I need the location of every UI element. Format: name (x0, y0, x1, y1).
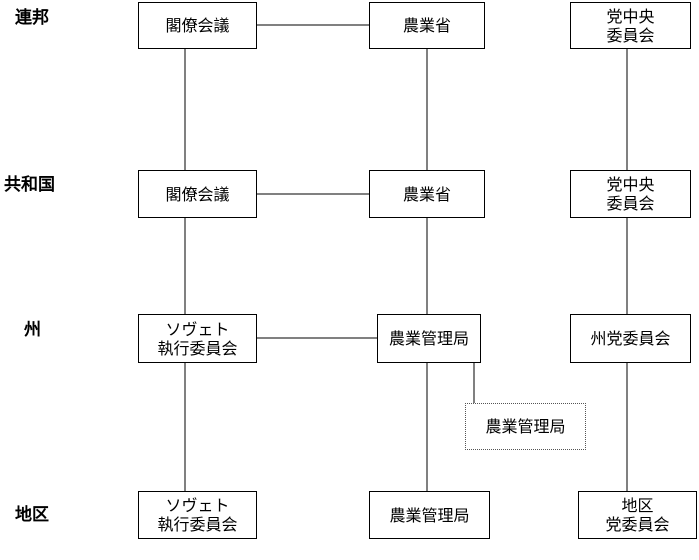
box-label: 農業管理局 (485, 417, 566, 436)
box-label-line1: ソヴェト (165, 319, 230, 339)
box-label-line1: 党中央 (606, 175, 655, 194)
oblast-agriculture-administration-dotted-box: 農業管理局 (465, 403, 586, 450)
box-label-line2: 執行委員会 (157, 338, 238, 358)
box-label-line1: ソヴェト (165, 496, 230, 515)
box-label-line2: 党委員会 (605, 515, 670, 534)
republic-party-central-committee-box: 党中央 委員会 (570, 170, 691, 218)
box-label: 農業管理局 (389, 505, 470, 525)
box-label-line2: 執行委員会 (157, 515, 238, 534)
box-label: 農業省 (402, 16, 451, 35)
republic-council-of-ministers-box: 閣僚会議 (138, 170, 257, 218)
box-label: 州党委員会 (590, 329, 671, 348)
district-party-committee-box: 地区 党委員会 (578, 491, 697, 539)
level-label-district: 地区 (15, 505, 49, 525)
box-label: 農業省 (402, 184, 451, 204)
box-label: 農業管理局 (388, 329, 469, 348)
level-label-republic: 共和国 (4, 175, 55, 195)
federal-council-of-ministers-box: 閣僚会議 (138, 2, 257, 49)
republic-ministry-of-agriculture-box: 農業省 (369, 170, 485, 218)
oblast-soviet-executive-committee-box: ソヴェト 執行委員会 (138, 314, 257, 363)
level-label-federal: 連邦 (15, 8, 49, 28)
box-label-line1: 党中央 (606, 6, 655, 26)
oblast-agriculture-administration-box: 農業管理局 (377, 314, 481, 363)
district-soviet-executive-committee-box: ソヴェト 執行委員会 (138, 491, 257, 539)
level-label-oblast: 州 (24, 320, 41, 340)
box-label-line1: 地区 (621, 496, 654, 515)
box-label-line2: 委員会 (606, 25, 655, 45)
district-agriculture-administration-box: 農業管理局 (369, 491, 490, 539)
federal-ministry-of-agriculture-box: 農業省 (369, 2, 485, 49)
oblast-party-committee-box: 州党委員会 (570, 314, 691, 363)
box-label-line2: 委員会 (606, 194, 655, 213)
box-label: 閣僚会議 (165, 16, 230, 35)
federal-party-central-committee-box: 党中央 委員会 (570, 2, 691, 49)
box-label: 閣僚会議 (165, 184, 230, 204)
